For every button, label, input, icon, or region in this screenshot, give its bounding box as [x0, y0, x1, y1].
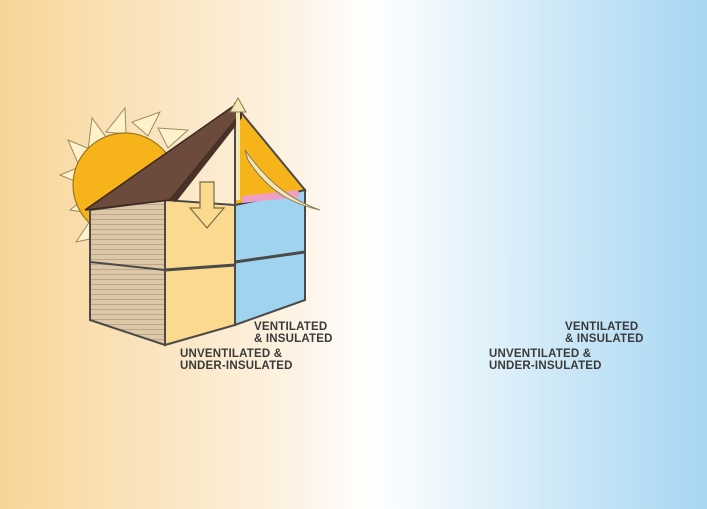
winter-unventilated-line1: UNVENTILATED & [489, 348, 592, 360]
winter-ventilated-line2: & INSULATED [565, 333, 644, 345]
summer-unventilated-line1: UNVENTILATED & [180, 348, 283, 360]
summer-ventilated-line1: VENTILATED [254, 321, 328, 333]
winter-ventilated-label: VENTILATED & INSULATED [565, 321, 644, 345]
summer-unventilated-line2: UNDER-INSULATED [180, 360, 293, 372]
summer-ventilated-label: VENTILATED & INSULATED [254, 321, 333, 345]
heat-down-arrow-icon [188, 181, 226, 229]
winter-unventilated-label: UNVENTILATED & UNDER-INSULATED [489, 348, 602, 372]
winter-ventilated-line1: VENTILATED [565, 321, 639, 333]
airflow-arrow-icon [229, 96, 321, 211]
summer-unventilated-label: UNVENTILATED & UNDER-INSULATED [180, 348, 293, 372]
summer-ventilated-line2: & INSULATED [254, 333, 333, 345]
summer-scene [58, 96, 321, 347]
winter-unventilated-line2: UNDER-INSULATED [489, 360, 602, 372]
